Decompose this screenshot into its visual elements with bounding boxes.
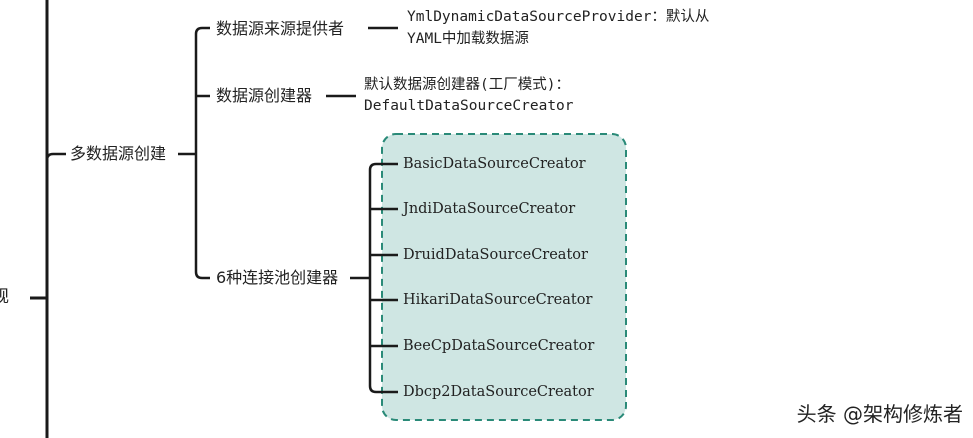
pool-item: DruidDataSourceCreator bbox=[403, 247, 588, 263]
pool-item: JndiDataSourceCreator bbox=[403, 201, 576, 217]
root-label: 规 bbox=[0, 287, 9, 307]
node-label: 多数据源创建 bbox=[70, 144, 167, 163]
pool-group-box bbox=[381, 133, 627, 421]
creator-label: 数据源创建器 bbox=[216, 86, 313, 105]
provider-desc-line-1: YmlDynamicDataSourceProvider：默认从 bbox=[407, 9, 710, 25]
level2-bracket bbox=[194, 26, 210, 280]
node-connector bbox=[45, 152, 66, 161]
pool-item: HikariDataSourceCreator bbox=[403, 292, 593, 308]
pool-creators-label: 6种连接池创建器 bbox=[216, 268, 339, 287]
creator-desc-line-2: DefaultDataSourceCreator bbox=[364, 98, 574, 114]
pool-bracket bbox=[368, 162, 398, 394]
watermark: 头条 @架构修炼者 bbox=[796, 402, 963, 426]
pool-item: Dbcp2DataSourceCreator bbox=[403, 384, 594, 400]
pool-item: BeeCpDataSourceCreator bbox=[403, 338, 595, 354]
provider-label: 数据源来源提供者 bbox=[216, 19, 345, 38]
pool-item: BasicDataSourceCreator bbox=[403, 156, 586, 172]
creator-desc-line-1: 默认数据源创建器(工厂模式)： bbox=[364, 77, 570, 93]
provider-desc-line-2: YAML中加载数据源 bbox=[407, 31, 529, 47]
